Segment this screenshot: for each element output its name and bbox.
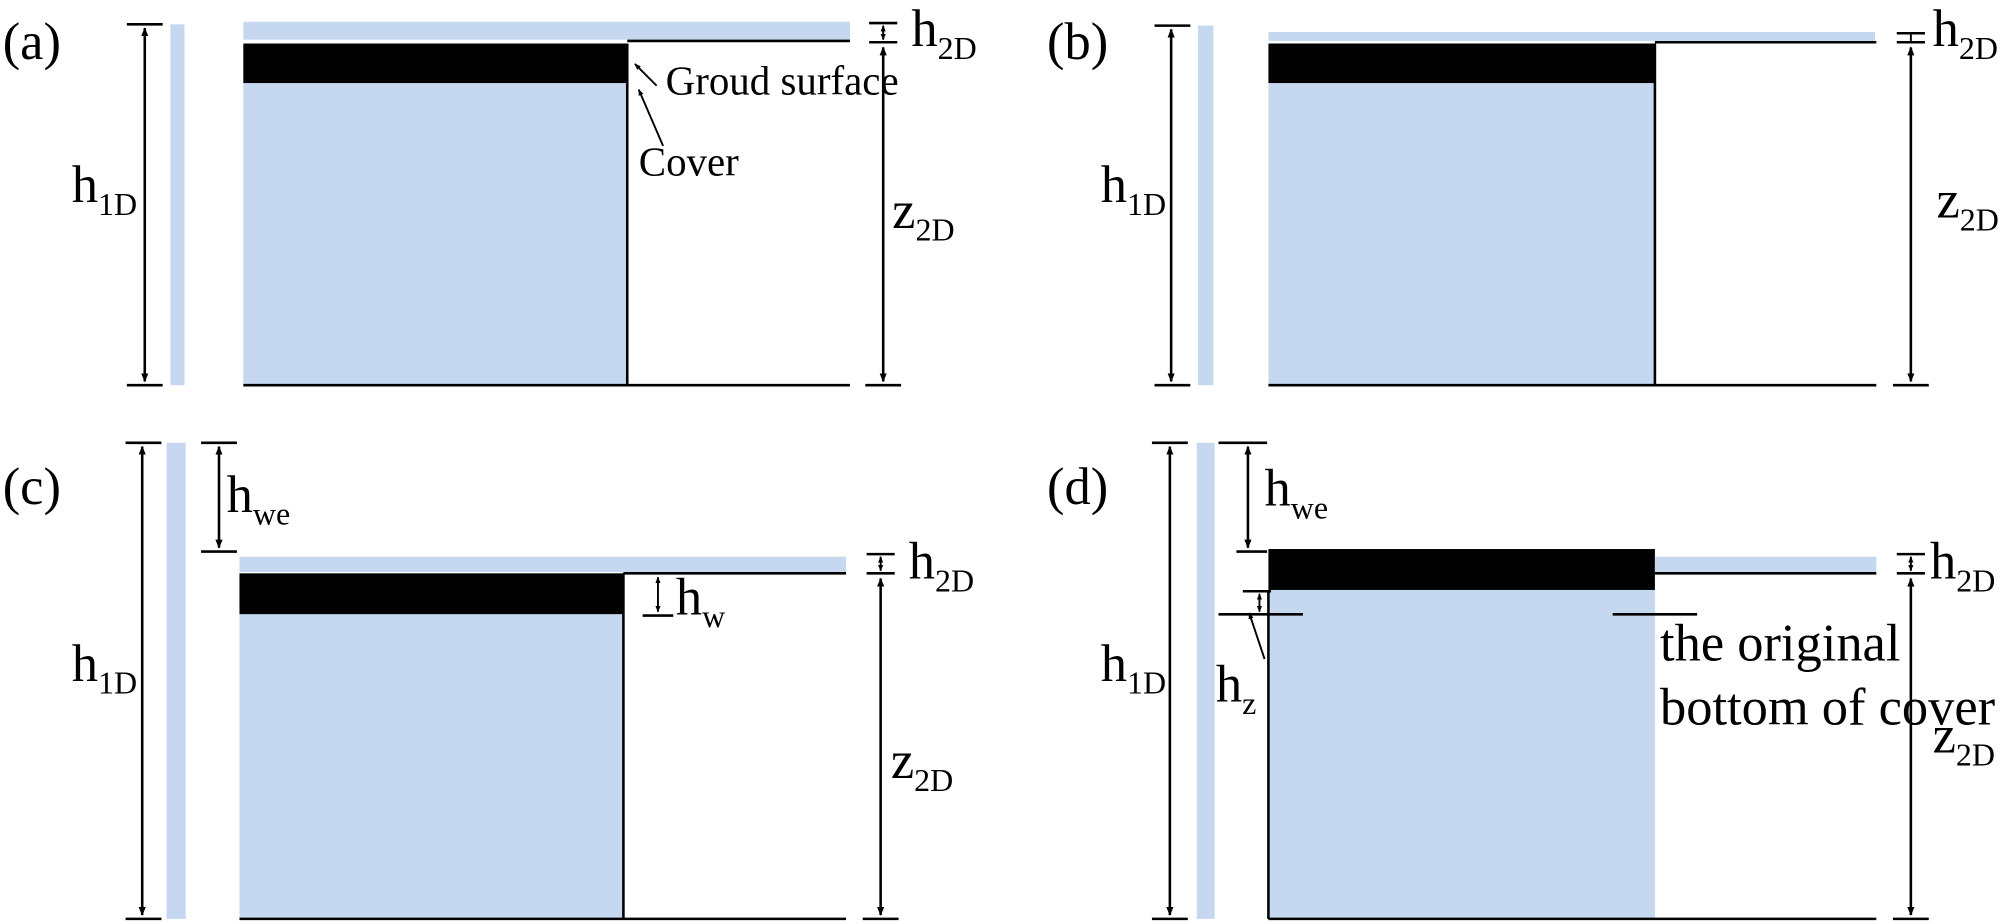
panel-d-1d-water-column (1196, 442, 1215, 919)
panel-c-tag: (c) (3, 458, 61, 516)
panel-d-z2d-dimension (1892, 577, 1929, 921)
panel-d-pipe-water (1268, 589, 1655, 919)
panel-b-h2d-label: h2D (1933, 0, 1998, 66)
panel-a-2d-water-layer (243, 21, 850, 40)
panel-b-2d-water-layer (1268, 31, 1876, 41)
panel-c-h2d-label: h2D (909, 532, 974, 598)
panel-d-hwe-dimension (1218, 441, 1268, 553)
panel-a-1d-water-column (170, 24, 185, 386)
panel-d: (d) h1D hwe hz (1047, 441, 1996, 921)
panel-d-h1d-label: h1D (1101, 635, 1166, 701)
panel-c-hwe-dimension (201, 441, 237, 553)
panel-d-h2d-dimension (1896, 552, 1925, 575)
panel-a-cover-label: Cover (639, 139, 739, 184)
panel-c-1d-water-column (166, 442, 186, 919)
panel-c-cover (239, 573, 624, 615)
panel-c-z2d-label: z2D (891, 732, 953, 798)
panel-d-hz-label: hz (1216, 655, 1256, 721)
panel-a-z2d-dimension (865, 46, 902, 387)
panel-c-h1d-dimension (125, 441, 162, 921)
panel-a-h2d-dimension (869, 21, 898, 44)
panel-b-h1d-dimension (1154, 24, 1191, 387)
panel-d-cover (1268, 549, 1655, 590)
panel-a-h1d-dimension (126, 23, 163, 387)
panel-b-h2d-dimension (1896, 31, 1925, 44)
panel-c-h2d-dimension (866, 552, 895, 575)
panel-d-2d-water-layer (1654, 556, 1877, 573)
panel-d-h1d-dimension (1151, 441, 1188, 921)
panel-a-z2d-label: z2D (892, 182, 954, 248)
panel-b-tag: (b) (1047, 13, 1108, 71)
panel-c-pipe-water (239, 614, 624, 919)
panel-a-cover-pointer (637, 88, 664, 147)
panel-b-pipe-water (1268, 83, 1655, 386)
panel-d-z2d-label: z2D (1933, 707, 1995, 773)
panel-c-2d-water-layer (239, 556, 847, 573)
panel-c: (c) h1D hwe hw h2D (3, 441, 974, 921)
panel-a-cover (243, 43, 628, 84)
panel-c-hw-label: hw (676, 568, 725, 634)
panel-b-1d-water-column (1198, 25, 1214, 386)
panel-b-cover (1268, 43, 1655, 84)
panel-d-note-line1: the original (1660, 614, 1900, 672)
panel-a-pipe-water (243, 83, 628, 386)
panel-d-tag: (d) (1047, 458, 1108, 516)
panel-b-h1d-label: h1D (1101, 156, 1166, 222)
panel-c-hw-dimension (642, 576, 674, 617)
panel-a: (a) h1D h2D z2D (3, 0, 977, 387)
panel-d-hz-dimension (1242, 589, 1271, 660)
panel-b: (b) h1D h2D z2D (1047, 0, 1999, 387)
panel-a-ground-surface-label: Groud surface (666, 59, 899, 104)
panel-a-h1d-label: h1D (72, 156, 137, 222)
panel-c-hwe-label: hwe (227, 466, 291, 532)
panel-a-tag: (a) (3, 13, 61, 71)
panel-d-h2d-label: h2D (1930, 532, 1995, 598)
panel-d-note-line2: bottom of cover (1660, 678, 1996, 736)
panel-d-hwe-label: hwe (1265, 460, 1329, 526)
panel-b-z2d-dimension (1892, 46, 1929, 387)
panel-a-ground-pointer (634, 63, 658, 87)
panel-b-z2d-label: z2D (1936, 172, 1998, 238)
panel-a-h2d-label: h2D (911, 0, 976, 66)
panel-c-z2d-dimension (862, 577, 899, 921)
panel-c-h1d-label: h1D (72, 635, 137, 701)
